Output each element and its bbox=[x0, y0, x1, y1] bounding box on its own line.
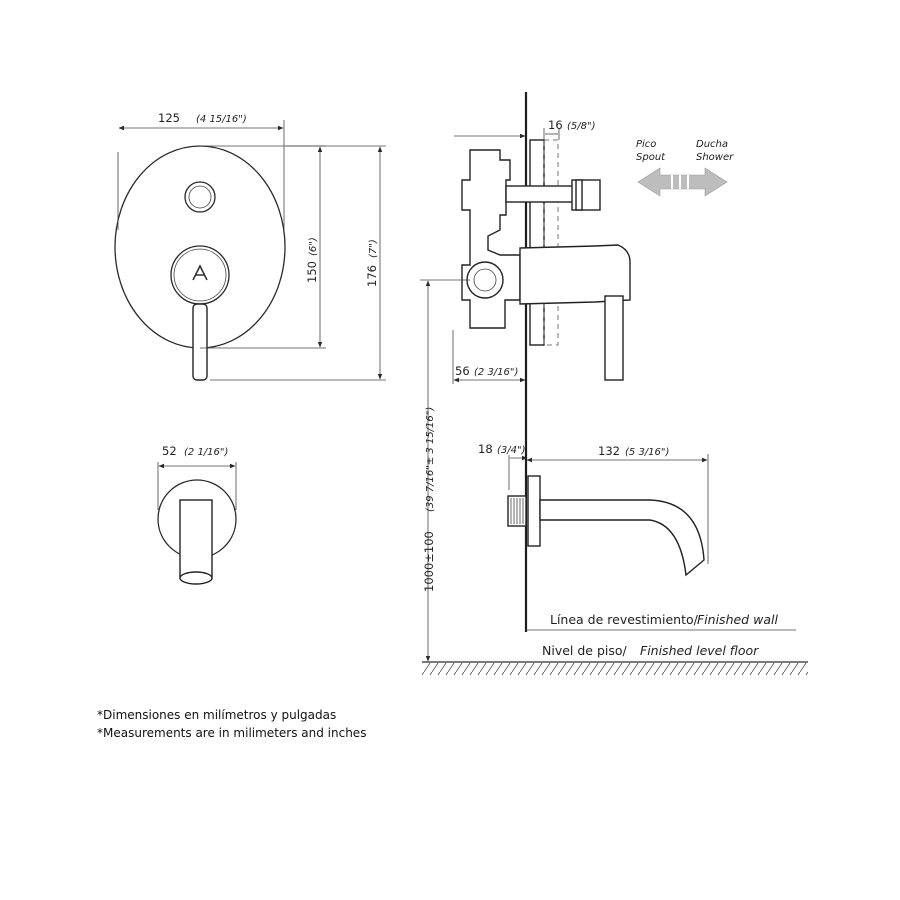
spout-pipe bbox=[179, 499, 213, 579]
dim-wall-plate-mm: 16 bbox=[548, 118, 563, 132]
front-view: 125 (4 15/16") 150 (6") 176 (7") bbox=[114, 111, 386, 381]
label-floor-es: Nivel de piso/ bbox=[542, 643, 628, 658]
lever-side bbox=[519, 244, 631, 305]
dim-body-depth-inch: (2 3/16") bbox=[474, 367, 518, 378]
dim-front-inner-height-inch: (6") bbox=[308, 237, 319, 256]
dim-spout-diameter-mm: 52 bbox=[162, 444, 177, 458]
label-finished-wall-es: Línea de revestimiento/ bbox=[550, 612, 699, 627]
floor-hatch bbox=[422, 663, 808, 675]
dim-front-inner-height-mm: 150 bbox=[305, 261, 319, 283]
note-dimensions-en: *Measurements are in milimeters and inch… bbox=[97, 726, 367, 740]
dim-body-depth-mm: 56 bbox=[455, 364, 470, 378]
valve-body bbox=[461, 149, 521, 329]
spout-flange bbox=[527, 475, 541, 547]
side-view: Pico Spout Ducha Shower 16 (5/8") 56 (2 … bbox=[420, 92, 808, 675]
inlet-port bbox=[466, 261, 504, 299]
label-finished-wall-en: Finished wall bbox=[697, 612, 778, 627]
label-pico: Pico bbox=[636, 139, 656, 150]
note-dimensions-es: *Dimensiones en milímetros y pulgadas bbox=[97, 708, 337, 722]
diverter-arrow-icon bbox=[637, 167, 728, 197]
diverter-knob bbox=[184, 181, 216, 213]
dim-front-total-height-mm: 176 bbox=[365, 265, 379, 287]
label-spout: Spout bbox=[636, 152, 666, 163]
label-ducha: Ducha bbox=[696, 139, 728, 150]
dim-mount-height-mm: 1000±100 bbox=[422, 531, 436, 592]
label-shower: Shower bbox=[696, 152, 734, 163]
trim-plate-hidden bbox=[543, 139, 559, 346]
brand-logo-icon bbox=[192, 264, 208, 281]
lever-handle bbox=[192, 303, 208, 381]
spout-arm bbox=[539, 499, 705, 577]
dim-wall-plate-inch: (5/8") bbox=[567, 121, 596, 132]
dim-spout-length-inch: (5 3/16") bbox=[625, 447, 669, 458]
dim-front-total-height-inch: (7") bbox=[368, 239, 379, 258]
dim-front-width-mm: 125 bbox=[158, 111, 180, 125]
dim-spout-length-mm: 132 bbox=[598, 444, 620, 458]
dim-mount-height-inch: (39 7/16"± 3 15/16") bbox=[425, 407, 436, 512]
trim-plate-side bbox=[529, 139, 545, 346]
spout-front-view: 52 (2 1/16") bbox=[157, 444, 237, 585]
dim-spout-offset-mm: 18 bbox=[478, 442, 493, 456]
dim-front-width-inch: (4 15/16") bbox=[196, 114, 247, 125]
dim-spout-offset-inch: (3/4") bbox=[497, 445, 526, 456]
dim-spout-diameter-inch: (2 1/16") bbox=[184, 447, 228, 458]
label-floor-en: Finished level floor bbox=[640, 643, 759, 658]
